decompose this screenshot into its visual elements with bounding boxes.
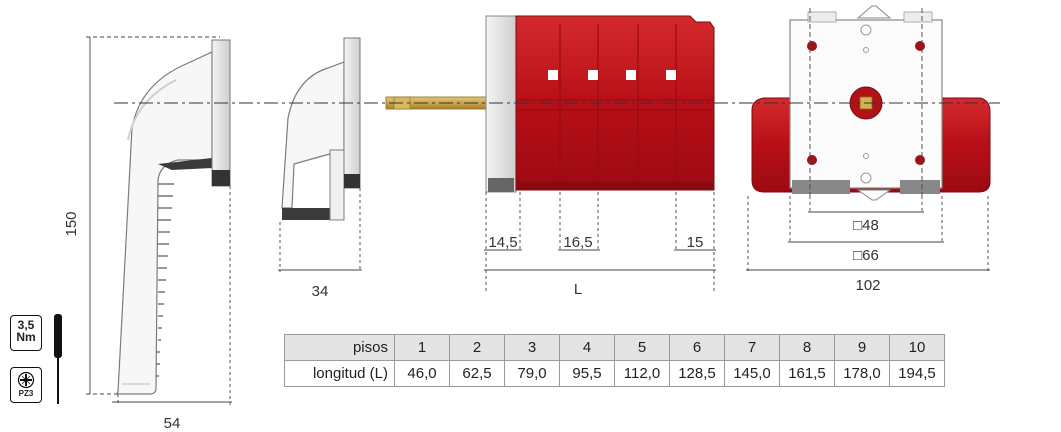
table-header-row: pisos 1 2 3 4 5 6 7 8 9 10 [284, 334, 945, 361]
handle-cut-view [281, 37, 361, 221]
torque-badge: 3,5 Nm [10, 315, 42, 351]
bit-badge: PZ3 [10, 367, 42, 403]
table-cell: 4 [559, 334, 615, 361]
table-cell: 79,0 [504, 360, 560, 387]
table-cell: 1 [394, 334, 450, 361]
grip-ribs [156, 183, 174, 377]
label-square-66: □66 [853, 247, 879, 264]
deck-windows [548, 70, 676, 80]
table-cell: 9 [834, 334, 890, 361]
label-L: L [574, 281, 582, 298]
table-cell: 10 [889, 334, 945, 361]
label-15: 15 [687, 234, 704, 251]
dimension-34 [278, 188, 362, 272]
table-cell: 3 [504, 334, 560, 361]
table-cell: 194,5 [889, 360, 945, 387]
table-cell: 6 [669, 334, 725, 361]
dimension-150 [86, 36, 220, 395]
table-cell: 128,5 [669, 360, 725, 387]
label-34: 34 [312, 283, 329, 300]
label-102: 102 [855, 277, 880, 294]
switch-side-view [385, 15, 715, 193]
label-14-5: 14,5 [488, 234, 517, 251]
switch-front-view [751, 5, 991, 201]
label-16-5: 16,5 [563, 234, 592, 251]
dimension-deck [484, 192, 716, 292]
screwdriver-icon [54, 314, 62, 404]
mounting-holes [807, 41, 925, 165]
table-cell: 145,0 [724, 360, 780, 387]
dimension-front [746, 8, 990, 272]
table-cell: 178,0 [834, 360, 890, 387]
table-cell: 62,5 [449, 360, 505, 387]
torque-unit: Nm [16, 330, 36, 344]
table-cell: 161,5 [779, 360, 835, 387]
table-cell: 5 [614, 334, 670, 361]
dimension-54 [112, 186, 232, 406]
pozidriv-icon [17, 371, 35, 389]
table-cell: 95,5 [559, 360, 615, 387]
header-label: pisos [284, 334, 395, 361]
label-150: 150 [63, 211, 80, 236]
length-table: pisos 1 2 3 4 5 6 7 8 9 10 longitud (L) … [284, 334, 945, 387]
table-cell: 46,0 [394, 360, 450, 387]
torque-value: 3,5 [17, 318, 35, 332]
table-cell: 7 [724, 334, 780, 361]
bit-label: PZ3 [18, 389, 34, 398]
table-row: longitud (L) 46,0 62,5 79,0 95,5 112,0 1… [284, 360, 945, 387]
table-cell: 2 [449, 334, 505, 361]
row-label: longitud (L) [284, 360, 395, 387]
label-54: 54 [164, 415, 181, 432]
table-cell: 112,0 [614, 360, 670, 387]
table-cell: 8 [779, 334, 835, 361]
handle-side-view [116, 39, 231, 395]
label-square-48: □48 [853, 217, 879, 234]
